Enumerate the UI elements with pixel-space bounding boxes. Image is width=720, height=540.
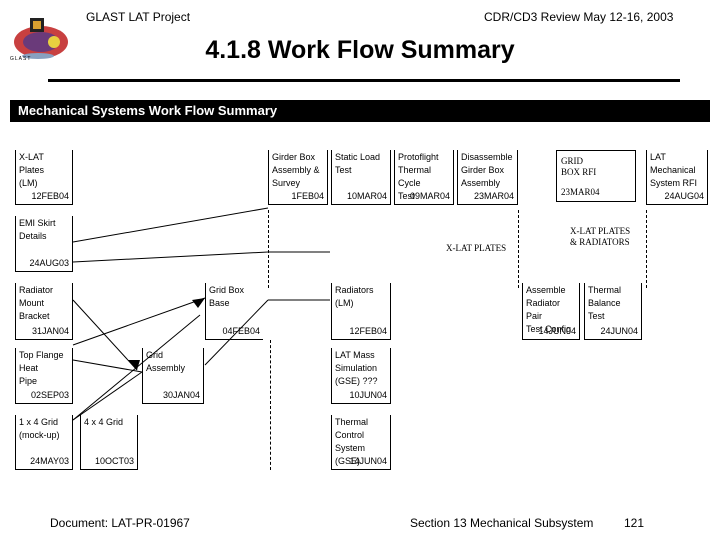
- glast-logo-graphic: [14, 18, 68, 59]
- dash-line: [646, 210, 647, 288]
- dash-line: [268, 210, 269, 288]
- connector-emi-girder: [72, 207, 269, 243]
- footer-document: Document: LAT-PR-01967: [50, 516, 190, 530]
- glast-logo: GLAST: [8, 12, 74, 64]
- connector-flange-base: [72, 297, 206, 346]
- task-emi-skirt: EMI Skirt Details 24AUG03: [15, 216, 73, 272]
- task-grid-4x4: 4 x 4 Grid 10OCT03: [80, 415, 138, 470]
- task-assemble-radiator: Assemble Radiator Pair Test Config 14JUN…: [522, 283, 580, 340]
- title-rule: [48, 79, 680, 82]
- footer-section: Section 13 Mechanical Subsystem: [410, 516, 594, 530]
- section-banner: Mechanical Systems Work Flow Summary: [10, 100, 710, 122]
- connector-bracket-grid: [72, 299, 138, 371]
- task-grid-box-base: Grid Box Base 04FEB04: [205, 283, 263, 340]
- task-girder-box: Girder Box Assembly & Survey 1FEB04: [268, 150, 328, 205]
- milestone-grid-box-rfi: GRID BOX RFI 23MAR04: [556, 150, 636, 202]
- page-title: 4.1.8 Work Flow Summary: [205, 36, 515, 64]
- task-protoflight: Protoflight Thermal Cycle Test 09MAR04: [394, 150, 454, 205]
- task-static-load: Static Load Test 10MAR04: [331, 150, 391, 205]
- dash-line: [518, 210, 519, 288]
- task-lat-mass: LAT Mass Simulation (GSE) ??? 10JUN04: [331, 348, 391, 404]
- task-grid-1x4: 1 x 4 Grid (mock-up) 24MAY03: [15, 415, 73, 470]
- dash-line: [270, 340, 271, 470]
- banner-title: Mechanical Systems Work Flow Summary: [18, 103, 278, 118]
- connector-1x4-assembly: [72, 371, 143, 421]
- footer-page-number: 121: [624, 516, 645, 530]
- task-radiator-mount: Radiator Mount Bracket 31JAN04: [15, 283, 73, 340]
- note-xlat-plates: X-LAT PLATES: [446, 243, 507, 253]
- task-xlat-plates: X-LAT Plates (LM) 12FEB04: [15, 150, 73, 205]
- task-thermal-balance: Thermal Balance Test 24JUN04: [584, 283, 642, 340]
- task-radiators: Radiators (LM) 12FEB04: [331, 283, 391, 340]
- task-lat-rfi: LAT Mechanical System RFI 24AUG04: [646, 150, 708, 205]
- review-name: CDR/CD3 Review May 12-16, 2003: [484, 10, 674, 24]
- task-disassemble: Disassemble Girder Box Assembly 23MAR04: [457, 150, 518, 205]
- task-thermal-control: Thermal Control System (GSE) 14JUN04: [331, 415, 391, 470]
- task-top-flange: Top Flange Heat Pipe 02SEP03: [15, 348, 73, 404]
- project-name: GLAST LAT Project: [86, 10, 191, 24]
- logo-text: GLAST: [10, 56, 32, 62]
- task-grid-assembly: Grid Assembly 30JAN04: [142, 348, 204, 404]
- note-xlat-radiators: X-LAT PLATES & RADIATORS: [570, 226, 631, 247]
